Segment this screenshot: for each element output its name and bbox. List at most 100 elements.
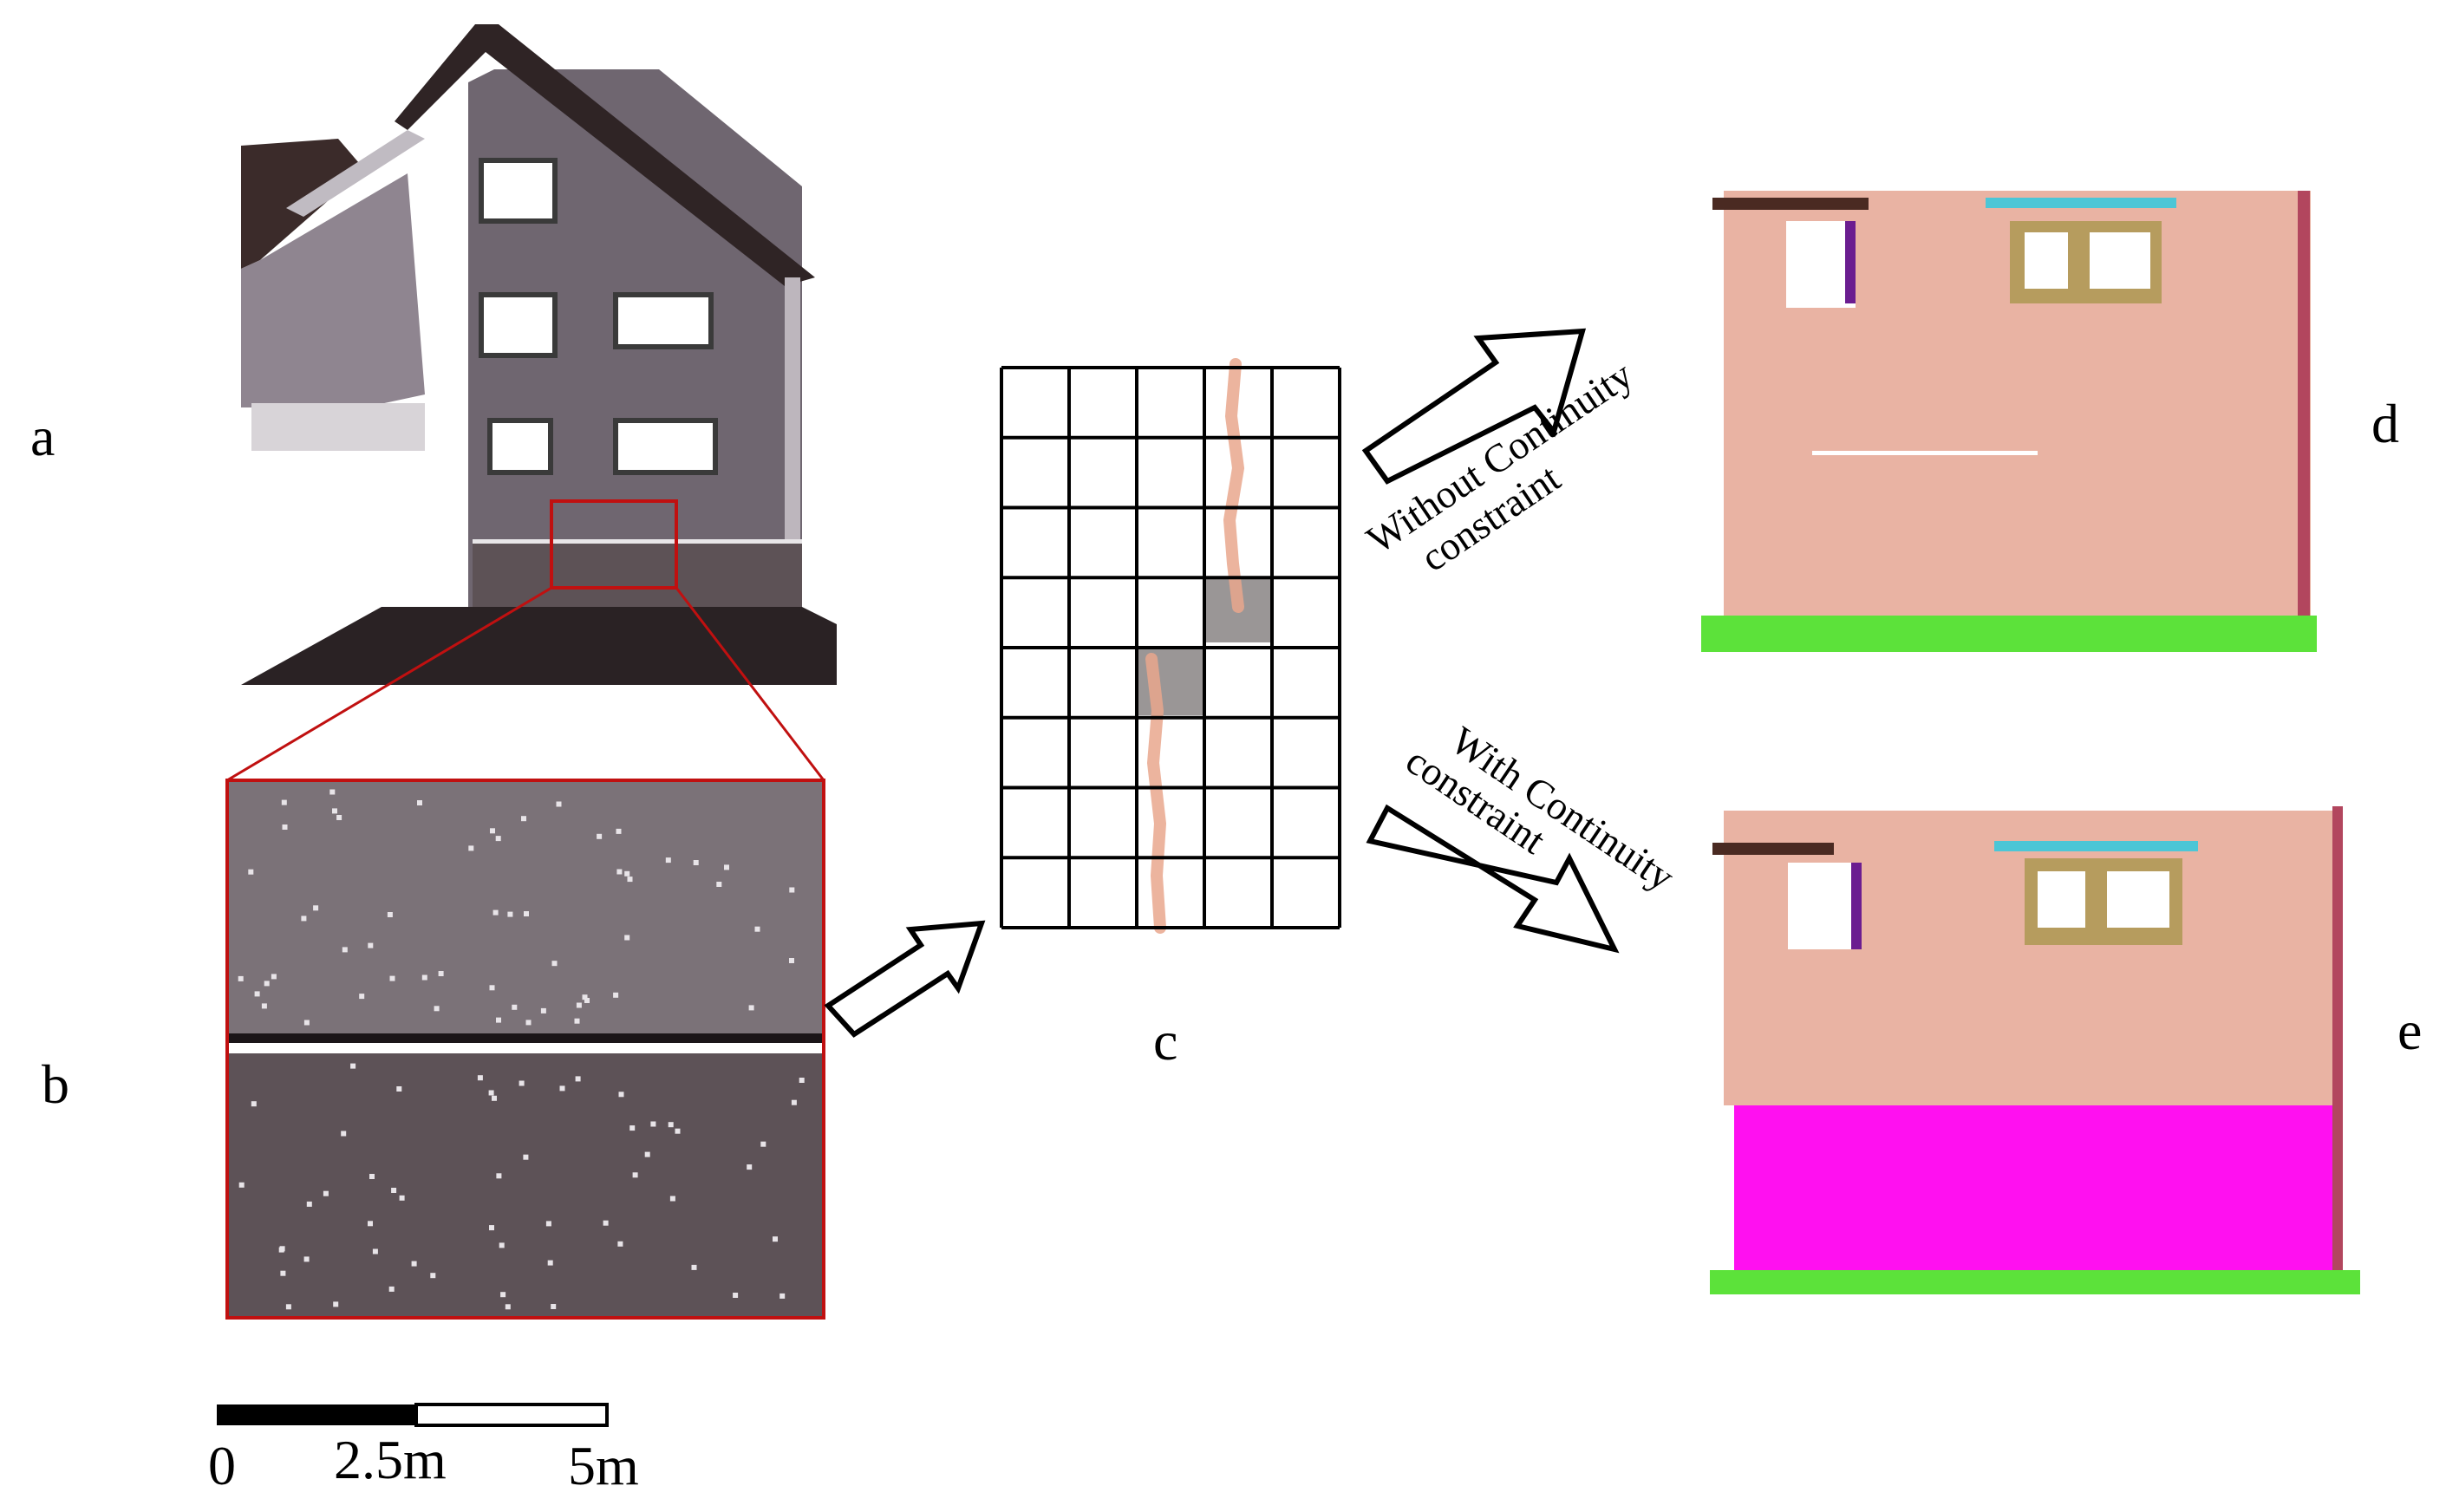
detail-dot bbox=[799, 1078, 805, 1083]
detail-dot bbox=[505, 1304, 511, 1310]
detail-dot bbox=[282, 824, 288, 830]
detail-dot bbox=[372, 1248, 378, 1255]
d-pipe bbox=[2298, 191, 2310, 616]
detail-dot bbox=[489, 1225, 494, 1231]
main-roof bbox=[395, 24, 815, 286]
detail-dot bbox=[411, 1261, 417, 1267]
panel-e-segmentation-with bbox=[1710, 806, 2360, 1294]
detail-dot bbox=[551, 1304, 557, 1309]
detail-dot bbox=[523, 1154, 529, 1160]
d-ground bbox=[1701, 616, 2317, 652]
detail-dot bbox=[238, 1182, 245, 1188]
detail-dot bbox=[399, 1195, 405, 1201]
detail-dot bbox=[264, 981, 270, 987]
detail-dot bbox=[333, 1301, 339, 1307]
detail-frame bbox=[225, 779, 825, 1320]
detail-dot bbox=[285, 1304, 291, 1310]
detail-dot bbox=[303, 1256, 310, 1262]
detail-dot bbox=[618, 1092, 624, 1098]
neighbor-wall bbox=[241, 173, 425, 407]
detail-dot bbox=[281, 799, 287, 805]
detail-dot bbox=[336, 815, 342, 820]
detail-dot bbox=[691, 1264, 697, 1270]
detail-dot bbox=[350, 1063, 356, 1069]
label-d: d bbox=[2371, 393, 2399, 454]
detail-dot bbox=[559, 1085, 565, 1092]
detail-white-line bbox=[227, 1043, 824, 1053]
detail-dot bbox=[525, 1020, 532, 1026]
grid-trace-upper bbox=[1223, 358, 1245, 613]
e-ground bbox=[1710, 1270, 2360, 1294]
detail-dot bbox=[369, 1174, 375, 1179]
fence bbox=[251, 403, 425, 451]
detail-dot bbox=[747, 1164, 753, 1170]
detail-dot bbox=[313, 905, 319, 911]
e-window-right-pane2 bbox=[2107, 871, 2169, 928]
detail-dot bbox=[251, 1101, 257, 1107]
detail-dot bbox=[574, 1018, 580, 1024]
scale-label-0: 0 bbox=[208, 1435, 236, 1496]
detail-dot bbox=[303, 1020, 310, 1026]
zoom-line-left bbox=[226, 586, 552, 782]
arrow-b-to-c bbox=[824, 920, 986, 1038]
detail-dot bbox=[499, 1242, 505, 1248]
detail-dot bbox=[329, 789, 336, 795]
ground bbox=[241, 607, 837, 685]
detail-dot bbox=[359, 994, 365, 1000]
detail-dot bbox=[238, 975, 244, 981]
detail-dot bbox=[391, 1188, 397, 1193]
detail-dot bbox=[754, 926, 760, 932]
scale-bar-black bbox=[217, 1404, 416, 1425]
arrow-without bbox=[1361, 328, 1587, 485]
scale-bar-white bbox=[414, 1403, 609, 1427]
d-white-line bbox=[1812, 451, 2038, 455]
window-3 bbox=[613, 292, 714, 349]
detail-dot bbox=[396, 1086, 402, 1092]
e-window-top bbox=[1994, 841, 2198, 851]
detail-dot bbox=[748, 1005, 754, 1011]
d-roof-edge bbox=[1712, 198, 1869, 210]
window-1 bbox=[479, 158, 558, 224]
window-2 bbox=[479, 292, 558, 358]
detail-dot bbox=[500, 1292, 506, 1298]
downpipe bbox=[785, 277, 800, 616]
detail-dot bbox=[496, 1173, 502, 1179]
detail-dot bbox=[254, 991, 260, 997]
detail-dot bbox=[650, 1121, 656, 1127]
white-gap bbox=[425, 82, 468, 486]
d-window-left bbox=[1786, 221, 1856, 308]
label-b: b bbox=[42, 1053, 69, 1115]
detail-dot bbox=[584, 998, 590, 1003]
label-c: c bbox=[1153, 1010, 1177, 1072]
detail-dot bbox=[368, 942, 374, 948]
detail-dot bbox=[492, 909, 499, 916]
grid-trace-lower bbox=[1145, 653, 1167, 934]
detail-dot bbox=[280, 1270, 286, 1276]
window-4 bbox=[487, 418, 553, 475]
detail-dot bbox=[488, 1090, 494, 1096]
scale-bar: 0 2.5m 5m bbox=[208, 1403, 639, 1496]
lower-wall bbox=[473, 544, 802, 613]
panel-d-segmentation-without bbox=[1701, 191, 2317, 652]
detail-dot bbox=[603, 1220, 609, 1226]
plinth-line bbox=[473, 539, 802, 544]
detail-dot bbox=[507, 911, 513, 917]
detail-dot bbox=[468, 845, 474, 851]
detail-dot bbox=[576, 1002, 582, 1008]
detail-line-shadow bbox=[227, 1033, 824, 1046]
detail-dot bbox=[477, 1075, 483, 1081]
e-roof-edge bbox=[1712, 843, 1834, 855]
detail-dot bbox=[421, 974, 427, 981]
detail-dot bbox=[668, 1122, 674, 1128]
detail-dot bbox=[368, 1221, 373, 1227]
detail-dot bbox=[261, 1003, 267, 1009]
detail-dot bbox=[760, 1141, 766, 1147]
detail-dot bbox=[675, 1128, 681, 1134]
detail-dot bbox=[575, 1076, 581, 1082]
detail-dot bbox=[489, 985, 495, 991]
panel-b-zoomed-detail bbox=[225, 779, 825, 1320]
detail-dot bbox=[248, 869, 254, 875]
detail-dot bbox=[434, 1006, 440, 1012]
detail-dot bbox=[789, 958, 794, 963]
